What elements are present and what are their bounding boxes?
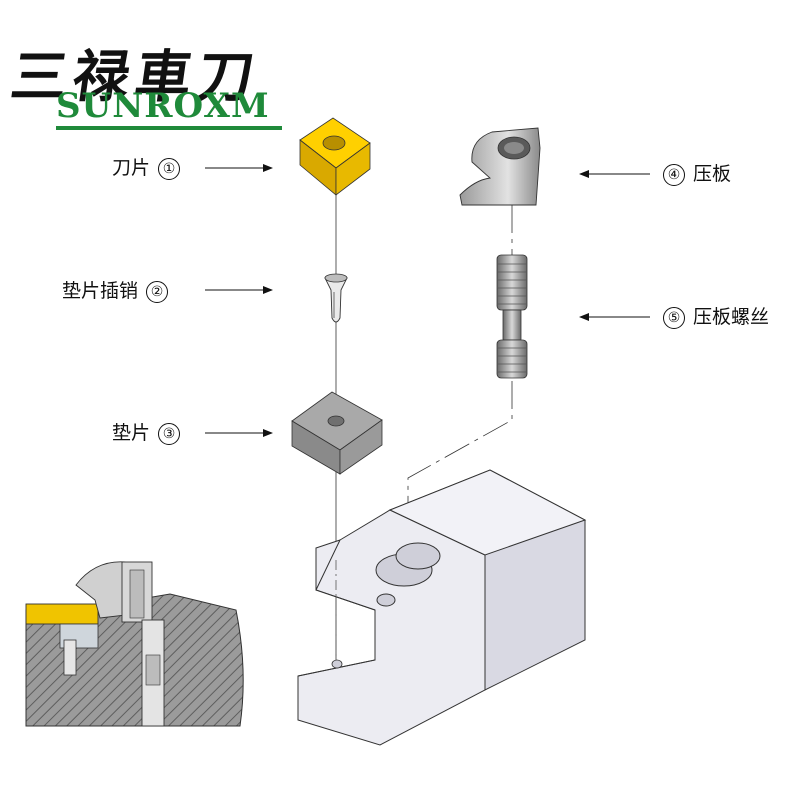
label-shim-pin: 垫片插销 ② bbox=[62, 280, 176, 303]
label-clamp-screw-name: 压板螺丝 bbox=[693, 306, 770, 328]
label-clamp: ④ 压板 bbox=[655, 163, 731, 186]
label-insert-number: ① bbox=[158, 158, 181, 180]
label-insert-name: 刀片 bbox=[112, 157, 151, 179]
label-shim-name: 垫片 bbox=[112, 422, 151, 444]
label-clamp-number: ④ bbox=[663, 164, 685, 186]
label-shim: 垫片 ③ bbox=[112, 422, 188, 445]
label-clamp-screw: ⑤ 压板螺丝 bbox=[655, 306, 769, 329]
clamp-part bbox=[459, 127, 541, 206]
logo-english: SUNROXM bbox=[56, 86, 270, 126]
insert-part bbox=[299, 117, 371, 196]
shim-pin-part bbox=[324, 273, 348, 323]
cross-section-view bbox=[25, 561, 244, 727]
shim-part bbox=[291, 391, 383, 475]
tool-holder bbox=[297, 469, 587, 746]
label-insert: 刀片 ① bbox=[112, 157, 188, 180]
label-clamp-name: 压板 bbox=[693, 163, 732, 185]
clamp-screw-part bbox=[496, 254, 528, 379]
label-clamp-screw-number: ⑤ bbox=[663, 307, 685, 329]
logo-underline bbox=[56, 126, 282, 130]
label-shim-pin-number: ② bbox=[146, 281, 169, 303]
label-shim-pin-name: 垫片插销 bbox=[62, 280, 139, 302]
label-shim-number: ③ bbox=[158, 423, 181, 445]
